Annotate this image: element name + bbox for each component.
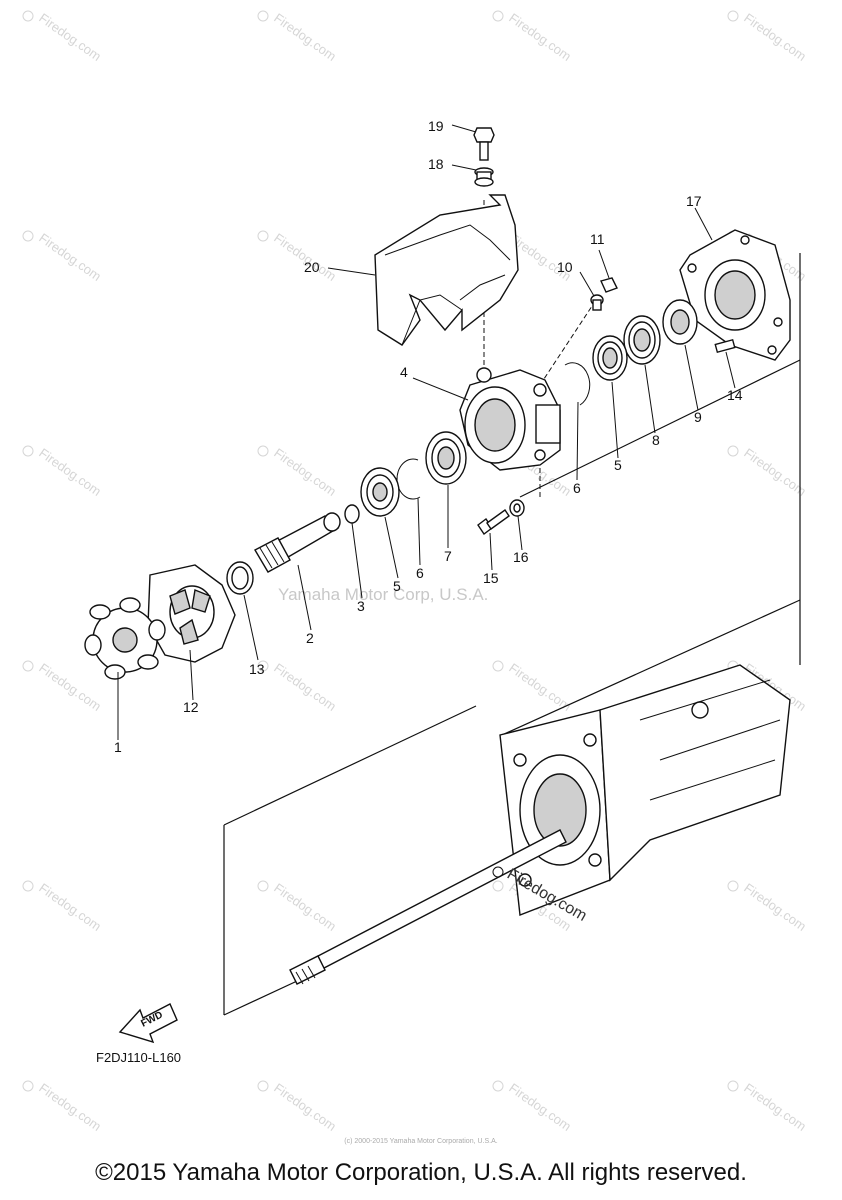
watermark-copyright-icon — [257, 880, 269, 892]
callout-1: 1 — [114, 739, 122, 755]
callout-7: 7 — [444, 548, 452, 564]
watermark-text: Firedog.com — [271, 880, 339, 934]
watermark-copyright-icon — [492, 1080, 504, 1092]
callout-5-lower: 5 — [393, 578, 401, 594]
part-8-bearing — [623, 315, 661, 365]
brand-watermark: Yamaha Motor Corp, U.S.A. — [278, 585, 488, 604]
watermark-text: Firedog.com — [271, 10, 339, 64]
callout-6-lower: 6 — [416, 565, 424, 581]
callout-20: 20 — [304, 259, 320, 275]
watermark-text: Firedog.com — [741, 1080, 809, 1134]
watermark-copyright-icon — [257, 230, 269, 242]
callout-6-upper: 6 — [573, 480, 581, 496]
callout-17: 17 — [686, 193, 702, 209]
part-12-coupling — [147, 564, 236, 663]
callout-16: 16 — [513, 549, 529, 565]
part-18-collar — [474, 167, 494, 187]
callout-11: 11 — [590, 231, 605, 247]
callout-3: 3 — [357, 598, 365, 614]
part-11-cap — [600, 277, 618, 293]
part-17-housing — [679, 229, 791, 361]
watermark-copyright-icon — [22, 10, 34, 22]
watermark-text: Firedog.com — [36, 1080, 104, 1134]
watermark-text: Firedog.com — [36, 660, 104, 714]
part-3-spacer — [344, 504, 360, 524]
part-16-washer — [509, 499, 525, 517]
watermark-copyright-icon — [727, 10, 739, 22]
watermark-text: Firedog.com — [741, 445, 809, 499]
watermark-copyright-icon — [257, 660, 269, 672]
small-print: (c) 2000-2015 Yamaha Motor Corporation, … — [344, 1138, 498, 1145]
part-10-grease-nipple — [590, 294, 604, 311]
callout-9: 9 — [694, 409, 702, 425]
watermark-copyright-icon — [22, 1080, 34, 1092]
assembly-frame — [223, 253, 801, 1016]
watermark-text: Firedog.com — [271, 230, 339, 284]
watermark-copyright-icon — [492, 880, 504, 892]
watermark-text: Firedog.com — [506, 1080, 574, 1134]
callout-19: 19 — [428, 118, 444, 134]
watermark-text: Firedog.com — [506, 660, 574, 714]
watermark-copyright-icon — [257, 10, 269, 22]
watermark-copyright-icon — [492, 10, 504, 22]
callout-14: 14 — [727, 387, 743, 403]
watermark-copyright-icon — [727, 880, 739, 892]
callout-8: 8 — [652, 432, 660, 448]
watermark-copyright-icon — [22, 230, 34, 242]
watermark-text: Firedog.com — [36, 880, 104, 934]
watermark-text: Firedog.com — [271, 445, 339, 499]
watermark-text: Firedog.com — [36, 230, 104, 284]
part-7-bearing — [425, 431, 467, 485]
watermark-copyright-icon — [22, 660, 34, 672]
callout-10: 10 — [557, 259, 573, 275]
part-2-shaft — [254, 512, 341, 573]
callout-15: 15 — [483, 570, 499, 586]
watermark-text: Firedog.com — [506, 10, 574, 64]
callout-12: 12 — [183, 699, 199, 715]
watermark-copyright-icon — [22, 445, 34, 457]
model-code: F2DJ110-L160 — [96, 1050, 181, 1065]
callout-4: 4 — [400, 364, 408, 380]
watermark-copyright-icon — [492, 660, 504, 672]
part-5-bearing-lower — [360, 467, 400, 517]
leader-lines — [117, 124, 736, 740]
copyright-notice: ©2015 Yamaha Motor Corporation, U.S.A. A… — [95, 1159, 747, 1186]
watermark-text: Firedog.com — [741, 880, 809, 934]
part-13-shim — [226, 561, 254, 595]
part-20-cover — [374, 194, 519, 346]
callout-5-upper: 5 — [614, 457, 622, 473]
watermark-copyright-icon — [257, 445, 269, 457]
watermark-text: Firedog.com — [36, 10, 104, 64]
watermark-text: Firedog.com — [271, 660, 339, 714]
part-15-bolt — [477, 509, 510, 536]
callout-2: 2 — [306, 630, 314, 646]
part-19-bolt — [473, 127, 495, 161]
watermark-copyright-icon — [22, 880, 34, 892]
part-6-circlip-upper — [564, 362, 591, 406]
firedog-mark-icon — [492, 866, 504, 878]
fwd-arrow-icon: FWD — [118, 1003, 178, 1044]
watermark-copyright-icon — [257, 1080, 269, 1092]
watermark-copyright-icon — [727, 1080, 739, 1092]
part-6-circlip-lower — [396, 458, 421, 500]
part-5-bearing-upper — [592, 335, 628, 381]
part-4-bearing-housing — [459, 367, 561, 471]
part-1-damper — [84, 597, 166, 680]
part-9-oil-seal — [662, 299, 698, 345]
callout-labels: 19 18 20 11 10 17 4 5 8 9 14 6 7 16 15 3… — [114, 118, 743, 755]
callout-18: 18 — [428, 156, 444, 172]
jet-pump-assembly — [499, 664, 791, 916]
watermark-copyright-icon — [727, 445, 739, 457]
watermark-text: Firedog.com — [271, 1080, 339, 1134]
callout-13: 13 — [249, 661, 265, 677]
watermark-text: Firedog.com — [36, 445, 104, 499]
watermark-text: Firedog.com — [741, 10, 809, 64]
part-14-pin — [714, 338, 736, 354]
